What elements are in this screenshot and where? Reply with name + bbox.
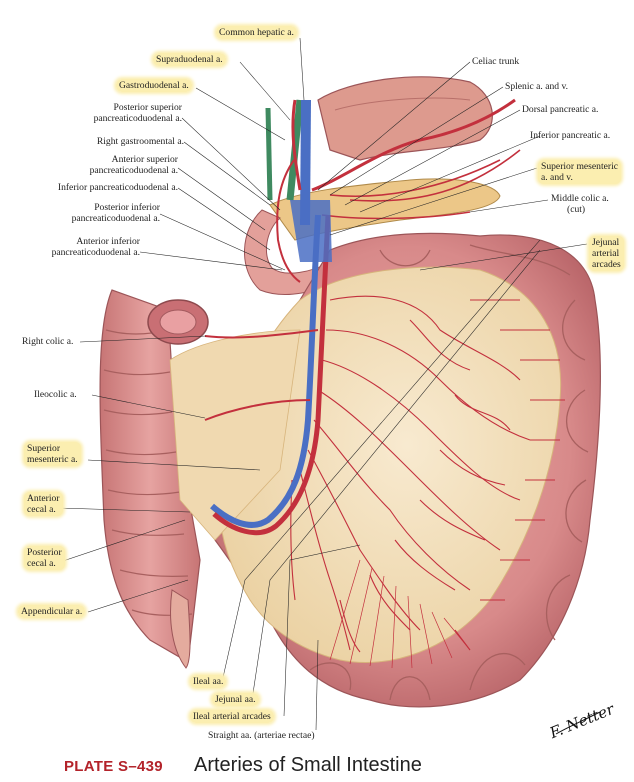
label-inferior-pancreatic-artery: Inferior pancreatic a.: [530, 130, 611, 141]
plate-number: PLATE S–439: [64, 758, 163, 775]
label-ileal-arteries: Ileal aa.: [190, 675, 227, 688]
label-splenic-artery-vein: Splenic a. and v.: [505, 81, 569, 92]
leader-lines: [57, 37, 588, 731]
appendix: [170, 589, 191, 669]
label-jejunal-arteries: Jejunal aa.: [212, 693, 259, 706]
label-middle-colic-artery: Middle colic a.(cut): [551, 193, 609, 215]
label-celiac-trunk: Celiac trunk: [472, 56, 520, 67]
label-right-gastroomental-artery: Right gastroomental a.: [96, 136, 184, 147]
ascending-colon: [99, 289, 201, 663]
label-supraduodenal-artery: Supraduodenal a.: [153, 53, 226, 66]
label-ileal-arterial-arcades: Ileal arterial arcades: [190, 710, 274, 723]
colon-mesentery: [169, 329, 301, 541]
label-right-colic-artery: Right colic a.: [22, 336, 74, 347]
stomach: [317, 76, 493, 161]
label-ileocolic-artery: Ileocolic a.: [34, 389, 77, 400]
label-appendicular-artery: Appendicular a.: [18, 605, 86, 618]
aorta-vein-block: [290, 200, 332, 262]
arterial-arcades: [290, 295, 565, 653]
label-straight-arteries: Straight aa. (arteriae rectae): [208, 730, 315, 741]
label-dorsal-pancreatic-artery: Dorsal pancreatic a.: [522, 104, 599, 115]
label-gastroduodenal-artery: Gastroduodenal a.: [116, 79, 192, 92]
plate-title: Arteries of Small Intestine: [194, 754, 422, 776]
straight-arteries: [329, 559, 471, 669]
label-inferior-pancreaticoduodenal: Inferior pancreaticoduodenal a.: [57, 182, 178, 193]
superior-mesenteric-vessels: [204, 214, 331, 536]
label-common-hepatic-artery: Common hepatic a.: [216, 26, 297, 39]
plate-caption: PLATE S–439 Arteries of Small Intestine: [64, 752, 624, 778]
signature-flourish: [555, 711, 601, 735]
